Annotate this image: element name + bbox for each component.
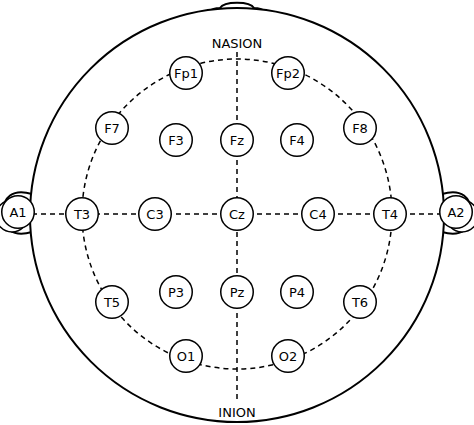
electrode-outline bbox=[302, 198, 335, 231]
electrode-label: C3 bbox=[146, 208, 163, 221]
electrode-label: Cz bbox=[229, 208, 245, 221]
electrode-outline bbox=[160, 276, 193, 309]
electrode-outline bbox=[139, 198, 172, 231]
electrode-outline bbox=[374, 198, 407, 231]
electrode-label: F8 bbox=[352, 122, 368, 135]
head-circle bbox=[30, 8, 444, 422]
electrode: A1 bbox=[1, 195, 35, 229]
electrode-outline bbox=[221, 124, 254, 157]
electrode: T3 bbox=[65, 197, 99, 231]
electrode-label: F3 bbox=[168, 134, 184, 147]
landmark-label: NASION bbox=[210, 36, 265, 51]
electrode-outline bbox=[221, 198, 254, 231]
electrode: C3 bbox=[138, 197, 172, 231]
electrode-outline bbox=[281, 276, 314, 309]
electrode: Fp2 bbox=[271, 56, 305, 90]
electrode-label: Pz bbox=[230, 286, 245, 299]
electrode-outline bbox=[170, 57, 203, 90]
electrode-outline bbox=[440, 196, 473, 229]
electrode-label: A2 bbox=[447, 206, 464, 219]
electrode-label: C4 bbox=[309, 208, 326, 221]
electrode: Cz bbox=[220, 197, 254, 231]
electrode-label: Fp1 bbox=[174, 67, 198, 80]
electrode-label: Fp2 bbox=[276, 67, 300, 80]
electrode: T4 bbox=[373, 197, 407, 231]
electrode: Fz bbox=[220, 123, 254, 157]
electrode: O1 bbox=[169, 339, 203, 373]
electrode: F3 bbox=[159, 123, 193, 157]
electrode-outline bbox=[344, 286, 377, 319]
electrode-label: A1 bbox=[9, 206, 26, 219]
electrode: F4 bbox=[280, 123, 314, 157]
electrode: T5 bbox=[95, 285, 129, 319]
electrode: A2 bbox=[439, 195, 473, 229]
electrode-label: O1 bbox=[177, 350, 196, 363]
electrode-outline bbox=[2, 196, 35, 229]
electrode-label: T4 bbox=[382, 208, 398, 221]
electrode-label: T5 bbox=[104, 296, 120, 309]
electrode-label: F4 bbox=[289, 134, 305, 147]
electrode-outline bbox=[96, 112, 129, 145]
electrode-outline bbox=[160, 124, 193, 157]
electrode-outline bbox=[281, 124, 314, 157]
electrode-outline bbox=[170, 340, 203, 373]
electrode-outline bbox=[344, 112, 377, 145]
electrode-label: T6 bbox=[352, 296, 368, 309]
electrode: Pz bbox=[220, 275, 254, 309]
electrode-label: T3 bbox=[74, 208, 90, 221]
electrode-outline bbox=[66, 198, 99, 231]
electrode-label: P3 bbox=[168, 286, 184, 299]
electrode-outline bbox=[272, 57, 305, 90]
electrode: F7 bbox=[95, 111, 129, 145]
electrode-outline bbox=[272, 340, 305, 373]
electrode: O2 bbox=[271, 339, 305, 373]
electrode: P3 bbox=[159, 275, 193, 309]
electrode: Fp1 bbox=[169, 56, 203, 90]
electrode: T6 bbox=[343, 285, 377, 319]
electrode-label: F7 bbox=[104, 122, 120, 135]
electrode: F8 bbox=[343, 111, 377, 145]
electrode-label: Fz bbox=[230, 134, 244, 147]
electrode: C4 bbox=[301, 197, 335, 231]
landmark-label: INION bbox=[216, 405, 257, 420]
electrode-outline bbox=[221, 276, 254, 309]
electrode: P4 bbox=[280, 275, 314, 309]
electrode-outline bbox=[96, 286, 129, 319]
electrode-label: O2 bbox=[279, 350, 298, 363]
electrode-label: P4 bbox=[289, 286, 305, 299]
